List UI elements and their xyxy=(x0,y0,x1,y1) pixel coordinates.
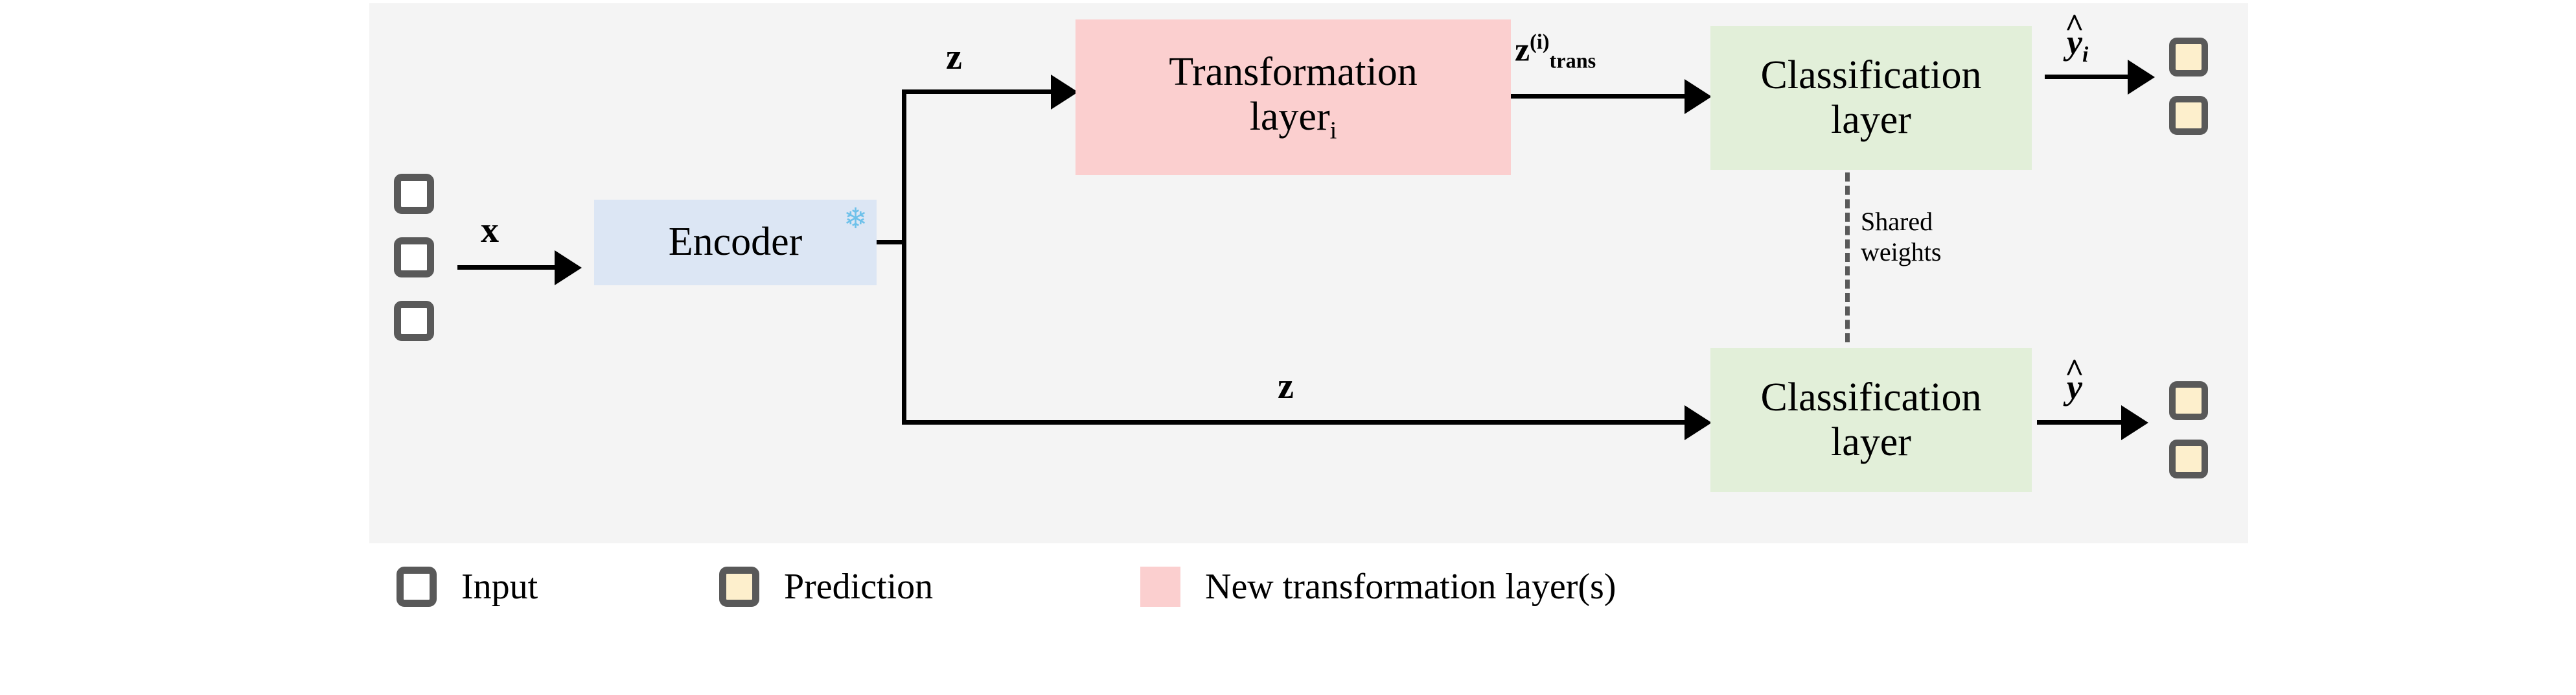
hat-accent-icon: ^ xyxy=(2064,352,2084,390)
edge-encoder-to-classifier-bottom-line xyxy=(902,420,1687,425)
input-chip xyxy=(394,174,434,214)
classification-layer-bottom-label-line2: layer xyxy=(1831,420,1911,464)
edge-classifier-top-to-prediction-arrow xyxy=(2128,60,2155,95)
edge-input-to-encoder-arrow xyxy=(555,250,582,285)
edge-encoder-to-transformation-line xyxy=(902,89,1052,94)
input-swatch-icon xyxy=(397,567,437,607)
edge-input-to-encoder-line xyxy=(457,265,555,270)
transformation-layer-label-line1: Transformation xyxy=(1169,49,1418,94)
branch-bus-vertical xyxy=(902,89,906,425)
new-transformation-swatch-icon xyxy=(1140,567,1180,607)
prediction-chip xyxy=(2169,38,2208,77)
input-chip xyxy=(394,237,434,277)
transformation-layer-label-word: layer xyxy=(1249,95,1330,139)
hat-accent-icon: ^ xyxy=(2064,7,2084,45)
legend-item-prediction: Prediction xyxy=(719,554,933,619)
shared-weights-dashed-line xyxy=(1845,172,1850,342)
edge-transformation-to-classifier-arrow xyxy=(1685,79,1712,114)
legend-label-prediction: Prediction xyxy=(784,567,934,607)
classification-layer-bottom-box: Classification layer xyxy=(1710,348,2032,492)
edge-transformation-to-classifier-line xyxy=(1511,94,1687,99)
prediction-chip xyxy=(2169,440,2208,478)
legend-item-input: Input xyxy=(397,554,538,619)
yhat-i-base: y xyxy=(2067,23,2082,62)
z-trans-subscript: trans xyxy=(1549,49,1596,73)
prediction-chip xyxy=(2169,96,2208,135)
legend: Input Prediction New transformation laye… xyxy=(369,554,2248,652)
prediction-chip xyxy=(2169,381,2208,420)
edge-label-z-trans: z(i)trans xyxy=(1515,31,1596,71)
legend-label-new-transformation: New transformation layer(s) xyxy=(1205,567,1616,607)
edge-label-z-bottom: z xyxy=(1278,366,1294,406)
z-trans-superscript: (i) xyxy=(1530,30,1550,53)
edge-classifier-bottom-to-prediction-arrow xyxy=(2121,405,2148,440)
edge-label-z-top: z xyxy=(946,37,962,77)
encoder-output-stub xyxy=(877,240,906,244)
transformation-layer-box: Transformation layeri xyxy=(1075,19,1511,175)
classification-layer-top-label-line2: layer xyxy=(1831,98,1911,142)
edge-classifier-bottom-to-prediction-line xyxy=(2037,420,2124,425)
transformation-layer-subscript: i xyxy=(1329,117,1337,145)
edge-label-yhat: ^y xyxy=(2065,354,2084,406)
yhat-base: y xyxy=(2067,368,2082,406)
encoder-box: Encoder ❄ xyxy=(594,200,877,285)
classification-layer-bottom-label-line1: Classification xyxy=(1760,375,1982,419)
yhat-i-glyph: ^y xyxy=(2065,9,2084,62)
edge-label-x: x xyxy=(481,210,499,250)
prediction-swatch-icon xyxy=(719,567,759,607)
transformation-layer-label-line2: layeri xyxy=(1250,95,1337,145)
legend-item-new-transformation: New transformation layer(s) xyxy=(1140,554,1616,619)
prediction-stack-top xyxy=(2169,38,2221,141)
yhat-i-subscript: i xyxy=(2082,42,2089,67)
edge-encoder-to-transformation-arrow xyxy=(1051,75,1078,110)
legend-label-input: Input xyxy=(461,567,538,607)
yhat-glyph: ^y xyxy=(2065,354,2084,406)
edge-classifier-top-to-prediction-line xyxy=(2045,75,2130,79)
classification-layer-top-label-line1: Classification xyxy=(1760,53,1982,97)
z-trans-base: z xyxy=(1515,31,1530,69)
snowflake-icon: ❄ xyxy=(844,203,868,235)
classification-layer-top-box: Classification layer xyxy=(1710,26,2032,170)
input-chip xyxy=(394,301,434,341)
shared-weights-line1: Shared xyxy=(1861,207,1933,236)
input-stack xyxy=(394,174,452,342)
encoder-label: Encoder xyxy=(668,220,803,265)
prediction-stack-bottom xyxy=(2169,381,2221,485)
shared-weights-line2: weights xyxy=(1861,237,1942,267)
edge-label-yhat-i: ^yi xyxy=(2065,9,2089,67)
edge-encoder-to-classifier-bottom-arrow xyxy=(1685,405,1712,440)
